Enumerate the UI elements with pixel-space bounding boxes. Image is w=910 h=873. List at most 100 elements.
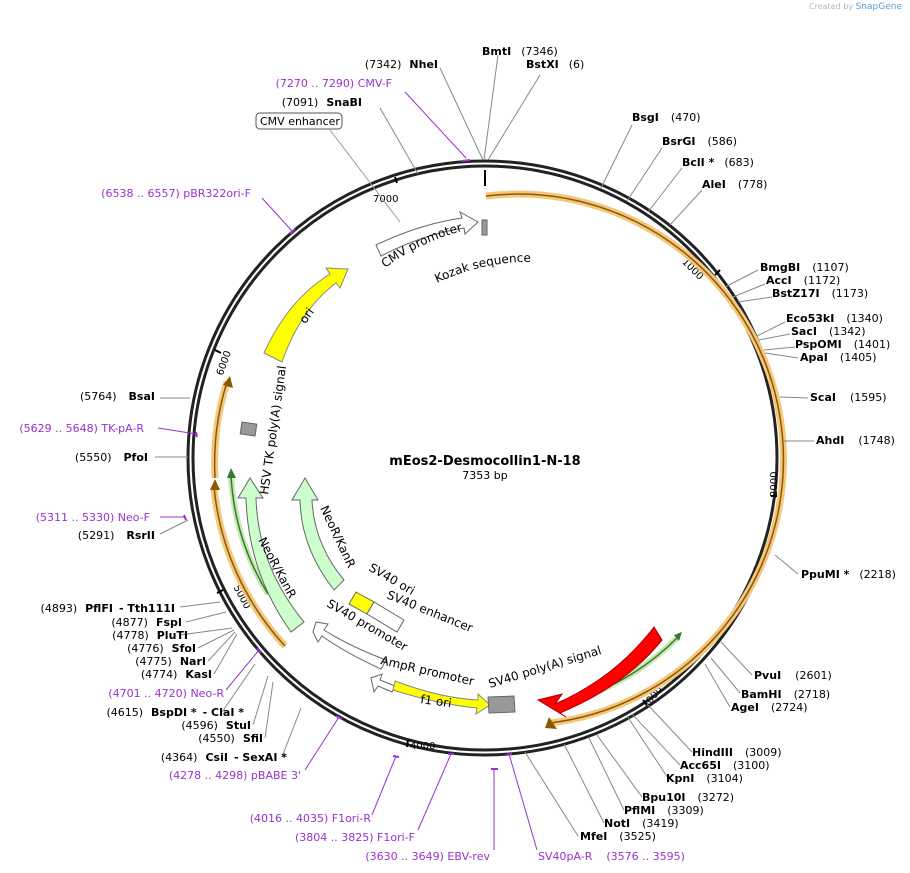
site-pluti: (4778)PluTI <box>112 629 188 642</box>
site-kasi-name: KasI <box>185 668 212 681</box>
site-acc65i: Acc65I(3100) <box>680 759 770 772</box>
leader-nari <box>207 631 236 662</box>
primer-leader-pbr322 <box>261 197 293 232</box>
tick-1000 <box>714 269 721 276</box>
site-bmgbi: BmgBI(1107) <box>760 261 849 274</box>
site-pflmi: PflMI(3309) <box>624 804 704 817</box>
site-nari-pos: (4775) <box>135 655 172 668</box>
feature-hsv-tk-polyA <box>239 421 258 437</box>
primer-leader-neor <box>225 649 260 691</box>
site-acc65i-name: Acc65I <box>680 759 721 772</box>
site-bstxi-name: BstXI <box>526 58 559 71</box>
site-bpu10i: Bpu10I (3272) <box>642 791 734 804</box>
site-rsrii-name: RsrII <box>126 529 155 542</box>
site-tth111i-name: - Tth111I <box>119 602 175 615</box>
site-bamhi: BamHI(2718) <box>741 688 830 701</box>
credit-text: Created by <box>809 2 854 11</box>
site-ppumi: PpuMI * (2218) <box>801 568 896 581</box>
site-scai: ScaI (1595) <box>810 391 887 404</box>
site-scai-pos: (1595) <box>850 391 887 404</box>
site-sfii: (4550)SfiI <box>198 732 263 745</box>
site-ppumi-pos: (2218) <box>859 568 896 581</box>
leader-bmti <box>483 54 499 161</box>
site-hindiii-pos: (3009) <box>745 746 782 759</box>
site-sfoi-name: SfoI <box>172 642 196 655</box>
site-bsai-pos: (5764) <box>80 390 117 403</box>
site-nari-name: NarI <box>180 655 206 668</box>
leader-acc65i <box>631 713 681 766</box>
site-pflmi-pos: (3309) <box>667 804 704 817</box>
primer-pbabe3: (4278 .. 4298) pBABE 3' <box>169 769 301 782</box>
site-bmgbi-pos: (1107) <box>812 261 849 274</box>
site-bmti: BmtI(7346) <box>482 45 558 58</box>
site-pflfi-pos: (4893) <box>41 602 78 615</box>
site-scai-name: ScaI <box>810 391 836 404</box>
orf-left1-arrowhead <box>210 479 220 490</box>
site-csii-pos: (4364) <box>161 751 198 764</box>
leader-sfoi <box>197 629 235 649</box>
site-bamhi-name: BamHI <box>741 688 782 701</box>
site-bsai-name: BsaI <box>129 390 155 403</box>
site-bpu10i-pos: (3272) <box>698 791 735 804</box>
site-pspomi: PspOMI(1401) <box>795 338 890 351</box>
site-ppumi-name: PpuMI * <box>801 568 850 581</box>
tick-4000 <box>406 739 409 748</box>
leader-pluti <box>179 627 233 636</box>
site-sfoi: (4776)SfoI <box>127 642 196 655</box>
site-bmti-pos: (7346) <box>521 45 558 58</box>
kozak-label: Kozak sequence <box>432 251 531 286</box>
site-apai-name: ApaI <box>800 351 828 364</box>
feature-kozak <box>481 219 488 236</box>
site-alei-name: AleI <box>702 178 726 191</box>
site-ahdi-pos: (1748) <box>858 434 895 447</box>
primer-leader-f1orif <box>417 753 452 831</box>
site-agei: AgeI(2724) <box>731 701 808 714</box>
leader-bsrgi <box>626 147 663 202</box>
site-hindiii-name: HindIII <box>692 746 733 759</box>
site-stui-pos: (4596) <box>181 719 218 732</box>
primer-mark-cmvf <box>461 159 471 162</box>
leader-alei <box>669 189 703 226</box>
site-pvui-name: PvuI <box>754 669 781 682</box>
site-bsgi: BsgI(470) <box>632 111 701 124</box>
tick-7000 <box>394 176 398 184</box>
tick-6000 <box>214 349 222 354</box>
site-acci-pos: (1172) <box>804 274 841 287</box>
backbone-inner <box>191 164 779 752</box>
primer-tk-pa-r: (5629 .. 5648) TK-pA-R <box>19 422 144 435</box>
site-rsrii: (5291)RsrII <box>78 529 155 542</box>
site-bcli: BclI *(683) <box>682 156 754 169</box>
site-nhei-pos: (7342) <box>365 58 402 71</box>
leader-kasi <box>213 633 238 675</box>
leader-pflfi <box>179 601 221 608</box>
site-saci-name: SacI <box>791 325 817 338</box>
site-bstxi: BstXI(6) <box>526 58 584 71</box>
leader-acci <box>732 283 766 298</box>
cmv-enhancer-label: CMV enhancer <box>260 115 340 128</box>
primer-mark-tkpar <box>195 431 198 438</box>
site-bspdi-pos: (4615) <box>106 706 143 719</box>
site-pflfi: (4893)PflFI- Tth111I <box>41 602 175 615</box>
site-eco53ki: Eco53kI(1340) <box>786 312 883 325</box>
site-pvui: PvuI(2601) <box>754 669 832 682</box>
leader-pvui <box>720 641 753 676</box>
cmv-enhancer-box <box>255 112 343 130</box>
site-bstz17i-pos: (1173) <box>832 287 869 300</box>
primer-leaders <box>157 91 538 851</box>
site-sfii-pos: (4550) <box>198 732 235 745</box>
plasmid-length: 7353 bp <box>462 469 507 482</box>
site-agei-name: AgeI <box>731 701 759 714</box>
leader-bcli <box>647 167 683 213</box>
f1-ori-label: f1 ori <box>420 692 453 710</box>
leader-bmgbi <box>724 269 759 288</box>
primer-leader-sv40par <box>508 753 538 851</box>
leader-bstxi <box>487 74 541 161</box>
site-bpu10i-name: Bpu10I <box>642 791 686 804</box>
feature-sv40-promoter <box>312 621 387 670</box>
site-pfoi-name: PfoI <box>124 451 149 464</box>
tick-3000 <box>642 699 648 706</box>
site-leaders <box>155 54 814 837</box>
site-stui-name: StuI <box>226 719 251 732</box>
primer-leader-pbabe <box>304 716 340 771</box>
